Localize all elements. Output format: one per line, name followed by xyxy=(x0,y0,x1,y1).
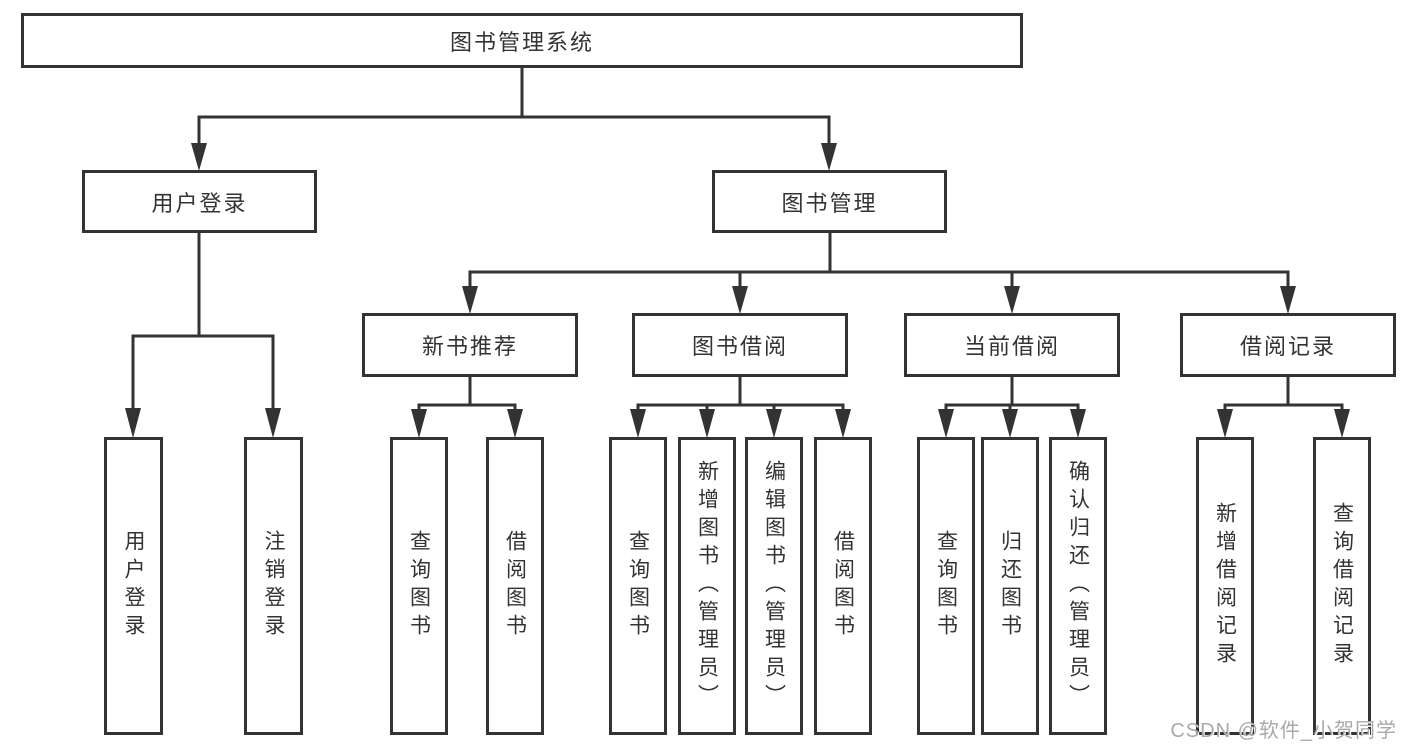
arrowhead xyxy=(699,409,715,438)
node-book-management-label: 图书管理 xyxy=(781,190,878,216)
arrowhead xyxy=(630,409,646,438)
node-new-book-recommend: 新书推荐 xyxy=(362,313,578,377)
node-book-borrow: 图书借阅 xyxy=(632,313,848,377)
leaf-query-book-recommend: 查询图书 xyxy=(390,437,448,735)
leaf-return-book: 归还图书 xyxy=(981,437,1039,735)
arrowhead xyxy=(462,286,478,314)
node-current-borrow: 当前借阅 xyxy=(904,313,1120,377)
leaf-query-book-borrow: 查询图书 xyxy=(609,437,667,735)
leaf-add-borrow-record-label: 新增借阅记录 xyxy=(1213,502,1237,670)
leaf-query-borrow-record: 查询借阅记录 xyxy=(1313,437,1371,735)
leaf-query-book-borrow-label: 查询图书 xyxy=(626,530,650,642)
arrowhead xyxy=(125,408,141,438)
leaf-confirm-return-admin-label: 确认归还（管理员） xyxy=(1066,460,1090,712)
leaf-add-book-admin: 新增图书（管理员） xyxy=(678,437,736,735)
arrowhead xyxy=(1004,286,1020,314)
leaf-logout: 注销登录 xyxy=(244,437,303,735)
leaf-borrow-book-label: 借阅图书 xyxy=(831,530,855,642)
leaf-query-book-current-label: 查询图书 xyxy=(934,530,958,642)
arrowhead xyxy=(938,409,954,438)
arrowhead xyxy=(1334,409,1350,438)
node-user-login-label: 用户登录 xyxy=(151,190,248,216)
connector-login-to-leaves xyxy=(131,233,275,412)
leaf-query-book-current: 查询图书 xyxy=(917,437,975,735)
arrowhead xyxy=(1217,409,1233,438)
leaf-return-book-label: 归还图书 xyxy=(998,530,1022,642)
node-book-borrow-label: 图书借阅 xyxy=(691,334,788,359)
arrowhead xyxy=(732,286,748,314)
node-root-label: 图书管理系统 xyxy=(449,29,594,55)
arrowhead xyxy=(1070,409,1086,438)
leaf-confirm-return-admin: 确认归还（管理员） xyxy=(1049,437,1107,735)
node-new-book-recommend-label: 新书推荐 xyxy=(421,334,518,359)
leaf-user-login: 用户登录 xyxy=(104,437,163,735)
leaf-user-login-label: 用户登录 xyxy=(122,530,145,642)
leaf-edit-book-admin-label: 编辑图书（管理员） xyxy=(762,460,786,712)
arrowhead xyxy=(766,409,782,438)
connector-borrow-to-leaves xyxy=(636,377,845,412)
arrowhead xyxy=(411,409,427,438)
connector-record-to-leaves xyxy=(1223,377,1344,412)
leaf-edit-book-admin: 编辑图书（管理员） xyxy=(745,437,803,735)
leaf-query-book-recommend-label: 查询图书 xyxy=(407,530,431,642)
leaf-add-book-admin-label: 新增图书（管理员） xyxy=(695,460,719,712)
connector-recommend-to-leaves xyxy=(417,377,517,412)
leaf-add-borrow-record: 新增借阅记录 xyxy=(1196,437,1254,735)
connector-mgmt-to-level3 xyxy=(468,233,1290,288)
csdn-watermark: CSDN @软件_小贺同学 xyxy=(1170,720,1397,742)
arrowhead xyxy=(1002,409,1018,438)
connector-root-to-level2 xyxy=(197,68,831,146)
node-borrow-record: 借阅记录 xyxy=(1180,313,1396,377)
leaf-logout-label: 注销登录 xyxy=(262,530,285,642)
node-borrow-record-label: 借阅记录 xyxy=(1239,334,1336,359)
node-user-login: 用户登录 xyxy=(82,170,317,233)
arrowhead xyxy=(1280,286,1296,314)
node-book-management: 图书管理 xyxy=(712,170,947,233)
arrowhead xyxy=(835,409,851,438)
arrowhead xyxy=(821,143,837,171)
node-current-borrow-label: 当前借阅 xyxy=(963,334,1060,359)
arrowhead xyxy=(191,143,207,171)
leaf-query-borrow-record-label: 查询借阅记录 xyxy=(1330,502,1354,670)
leaf-borrow-book-recommend-label: 借阅图书 xyxy=(503,530,527,642)
node-root: 图书管理系统 xyxy=(21,13,1023,68)
connector-current-to-leaves xyxy=(944,377,1080,412)
arrowhead xyxy=(265,408,281,438)
arrowhead xyxy=(507,409,523,438)
leaf-borrow-book: 借阅图书 xyxy=(814,437,872,735)
leaf-borrow-book-recommend: 借阅图书 xyxy=(486,437,544,735)
